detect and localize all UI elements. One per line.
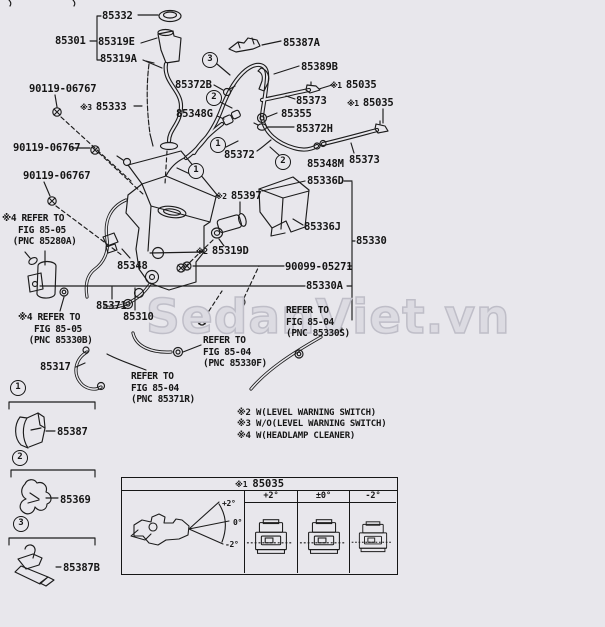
refer-note-block: REFER TO FIG 85-04 (PNC 85371R) (131, 371, 195, 405)
part-label-90119-06767: 90119-06767 (29, 83, 97, 95)
part-label-85332: 85332 (102, 10, 133, 22)
footnote-line: ※3 W/O(LEVEL WARNING SWITCH) (237, 419, 387, 430)
legend-number-2: 2 (12, 450, 28, 466)
part-label-85330: 85330 (356, 235, 387, 247)
washer-nozzles (27, 37, 389, 293)
part-label-90119-06767: 90119-06767 (13, 142, 81, 154)
bracket-85336J (258, 176, 310, 237)
grommet-85369-icon (19, 479, 52, 515)
ref-mark: ※1 (330, 81, 346, 90)
part-label-85310: 85310 (123, 311, 154, 323)
spec-col-zero: ±0° (297, 491, 349, 573)
spec-col-plus2: +2° (245, 491, 297, 573)
clip-85387B-icon (14, 544, 55, 587)
legend-part-85387B: 85387B (63, 562, 100, 574)
legend-part-85387: 85387 (57, 426, 88, 438)
spec-col-header: -2° (350, 491, 396, 503)
headlamp-cleaner-motor (24, 251, 69, 299)
part-label-85333: ※3 85333 (80, 101, 127, 113)
refer-note-block: ※4 REFER TO FIG 85-05 (PNC 85280A) (2, 213, 77, 247)
legend-brackets (8, 401, 96, 546)
spec-col-header: ±0° (298, 491, 349, 503)
ref-mark: ※2 (196, 247, 212, 256)
part-label-90099-05271: 90099-05271 (285, 261, 353, 273)
refer-note-block: REFER TO FIG 85-04 (PNC 85330S) (286, 305, 350, 339)
footnote-line: ※2 W(LEVEL WARNING SWITCH) (237, 408, 377, 418)
callout-circle-1: 1 (188, 163, 204, 179)
part-label-85397: ※2 85397 (215, 190, 262, 202)
part-label-85317: 85317 (40, 361, 71, 373)
nozzle-front-icon (298, 503, 349, 573)
part-label-85372B: 85372B (175, 79, 212, 91)
legend-number-1: 1 (10, 380, 26, 396)
spray-angle-label: -2° (225, 540, 239, 549)
part-label-85035: ※1 85035 (330, 79, 377, 91)
legend-number-3: 3 (13, 516, 29, 532)
spec-col-minus2: -2° (349, 491, 396, 573)
bolt-icons (47, 107, 246, 326)
part-label-85035: ※1 85035 (347, 97, 394, 109)
legend-part-85369: 85369 (60, 494, 91, 506)
footnote-line: ※4 W(HEADLAMP CLEANER) (237, 430, 356, 441)
spray-angle-label: +2° (222, 499, 236, 508)
washer-filler-assembly (145, 9, 182, 151)
ref-mark: ※2 (215, 192, 231, 201)
part-label-85330A: 85330A (306, 280, 343, 292)
ref-mark: ※1 (347, 99, 363, 108)
notes-block: ※2 W(LEVEL WARNING SWITCH)※3 W/O(LEVEL W… (237, 408, 387, 442)
part-label-85348: 85348 (117, 260, 148, 272)
ref-mark: ※1 (234, 480, 253, 489)
spray-angle-label: 0° (233, 518, 243, 527)
refer-note-block: REFER TO FIG 85-04 (PNC 85330F) (203, 335, 267, 369)
small-hoses-inner (75, 199, 322, 390)
part-label-85301: 85301 (55, 35, 86, 47)
cropped-top-marks (8, 0, 76, 7)
part-label-85389B: 85389B (301, 61, 338, 73)
part-label-90119-06767: 90119-06767 (23, 170, 91, 182)
part-label-85355: 85355 (281, 108, 312, 120)
part-label-85319A: 85319A (100, 53, 137, 65)
part-label-85372: 85372 (224, 149, 255, 161)
callout-circle-2: 2 (206, 90, 222, 106)
grommet-85319D (210, 227, 224, 239)
spec-col-header: +2° (245, 491, 297, 503)
part-label-85348G: 85348G (176, 108, 213, 120)
part-label-85348M: 85348M (307, 158, 344, 170)
part-label-85319D: ※2 85319D (196, 245, 249, 257)
dashed-lines (55, 116, 260, 318)
refer-note-block: ※4 REFER TO FIG 85-05 (PNC 85330B) (18, 312, 93, 346)
washer-pump-85397 (216, 213, 247, 233)
part-label-85373: 85373 (296, 95, 327, 107)
spec-nozzle-diagram-cell (122, 491, 245, 573)
part-label-85336J: 85336J (304, 221, 341, 233)
ref-mark: ※3 (80, 103, 96, 112)
nozzle-front-icon (245, 503, 297, 573)
spec-table: ※1 85035 +2° ±0° -2° (121, 477, 398, 575)
callout-circle-2: 2 (275, 154, 291, 170)
spec-table-title: ※1 85035 (122, 478, 397, 491)
spec-table-part-number: 85035 (252, 478, 285, 490)
hose-joint-85348 (102, 232, 119, 254)
part-label-85387A: 85387A (283, 37, 320, 49)
part-label-85372H: 85372H (296, 123, 333, 135)
leader-lines (39, 14, 384, 568)
nozzle-side-view (130, 501, 230, 546)
washer-hoses-inner (164, 63, 378, 159)
part-label-85319E: 85319E (98, 36, 135, 48)
part-label-85371: 85371 (96, 300, 127, 312)
part-label-85373: 85373 (349, 154, 380, 166)
callout-circle-1: 1 (210, 137, 226, 153)
part-label-85336D: 85336D (307, 175, 344, 187)
nozzle-front-icon (350, 503, 396, 573)
callout-circle-3: 3 (202, 52, 218, 68)
clip-85387-icon (15, 412, 46, 449)
